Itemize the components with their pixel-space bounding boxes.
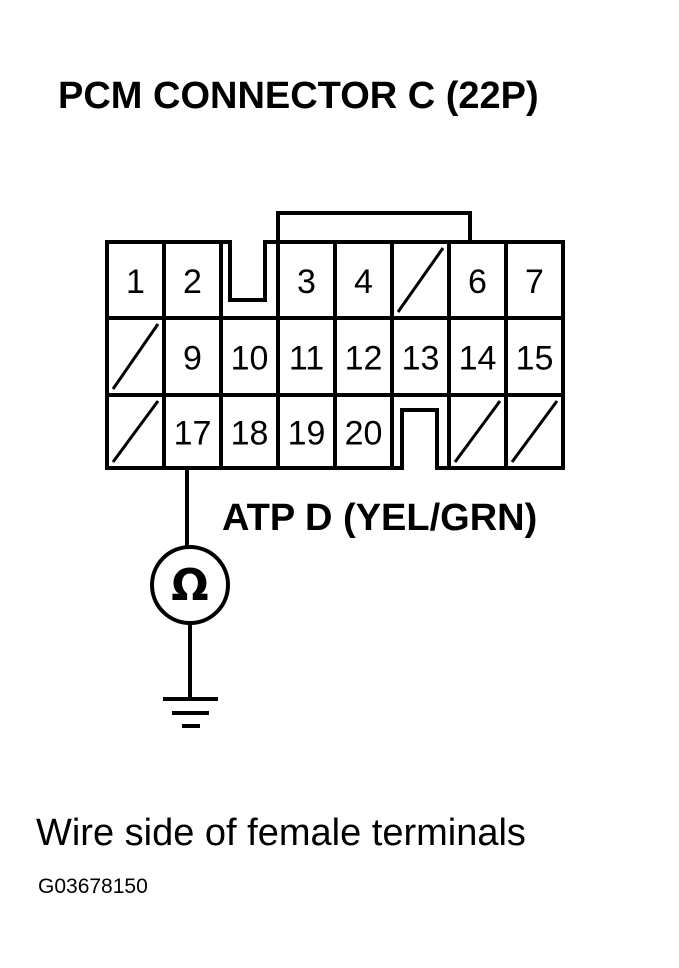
pin-6: 6 — [468, 263, 487, 301]
diagram-title: PCM CONNECTOR C (22P) — [58, 75, 539, 117]
figure-code: G03678150 — [38, 875, 148, 898]
pin-13: 13 — [402, 340, 440, 378]
pin-1: 1 — [126, 263, 145, 301]
pin-2: 2 — [183, 263, 202, 301]
pin-7: 7 — [525, 263, 544, 301]
pin-12: 12 — [345, 340, 383, 378]
pin-11: 11 — [289, 340, 324, 378]
caption: Wire side of female terminals — [36, 812, 526, 854]
wire-label: ATP D (YEL/GRN) — [222, 497, 537, 539]
pin-4: 4 — [354, 263, 373, 301]
pin-20: 20 — [345, 415, 383, 453]
pin-9: 9 — [183, 340, 202, 378]
ground-icon — [163, 623, 218, 728]
pin-3: 3 — [297, 263, 316, 301]
pin-15: 15 — [516, 340, 554, 378]
ohm-symbol: Ω — [171, 560, 208, 611]
pin-10: 10 — [231, 340, 269, 378]
pin-19: 19 — [288, 415, 326, 453]
pin-18: 18 — [231, 415, 269, 453]
blank-cell-slash — [510, 400, 559, 463]
blank-cell-slash — [111, 400, 160, 463]
blank-cell-slash — [453, 400, 502, 463]
blank-cell-slash — [111, 323, 160, 390]
ohmmeter-icon: Ω — [150, 545, 230, 625]
blank-cell-slash — [396, 247, 445, 313]
pin-17: 17 — [174, 415, 212, 453]
pin-14: 14 — [459, 340, 497, 378]
